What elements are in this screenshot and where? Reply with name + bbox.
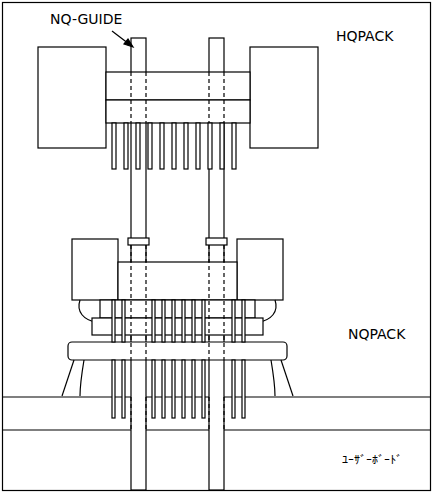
- pin: [112, 123, 116, 169]
- pin: [232, 300, 235, 342]
- pin: [148, 123, 152, 169]
- nqpack-plate: [68, 342, 287, 360]
- pin: [202, 300, 205, 342]
- hqpack-pins: [112, 123, 236, 169]
- leader-arrowhead: [124, 39, 133, 47]
- guide-collar: [128, 238, 149, 245]
- pin: [124, 123, 128, 169]
- pin: [162, 300, 165, 342]
- pin: [172, 300, 175, 342]
- nqpack-foot: [62, 360, 74, 396]
- nqpack-block: [237, 239, 283, 300]
- frame: [3, 3, 431, 491]
- pin: [182, 300, 185, 342]
- guide-label: NQ-GUIDE: [50, 11, 122, 28]
- hqpack-block: [250, 47, 318, 148]
- nqpack-foot: [80, 360, 84, 396]
- hqpack-body: [106, 72, 250, 100]
- hqpack-block: [38, 47, 106, 148]
- nqpack-body: [118, 262, 237, 300]
- pin: [208, 123, 212, 169]
- pin: [152, 360, 155, 418]
- nqpack-foot: [271, 360, 275, 396]
- pin: [172, 123, 176, 169]
- pin: [192, 300, 195, 342]
- guide-rod-hidden: [131, 72, 224, 430]
- pin: [112, 300, 115, 342]
- pin: [122, 360, 125, 418]
- nqpack-block: [72, 239, 118, 300]
- pin: [136, 123, 140, 169]
- pin: [196, 123, 200, 169]
- pin: [172, 360, 175, 418]
- pin: [202, 360, 205, 418]
- pin: [122, 300, 125, 342]
- pin: [220, 123, 224, 169]
- board-label: ﾕｰｻﾞｰﾎﾞｰﾄﾞ: [342, 453, 402, 467]
- pin: [112, 360, 115, 418]
- hqpack: [38, 47, 318, 148]
- nqpack: [62, 238, 293, 396]
- nqpack-foot: [281, 360, 293, 396]
- nqpack-pins: [112, 300, 245, 418]
- pin: [232, 123, 236, 169]
- nqpack-socket: [92, 318, 263, 335]
- pin: [162, 360, 165, 418]
- pin: [242, 360, 245, 418]
- pin: [242, 300, 245, 342]
- part-label: HQPACK: [336, 28, 393, 45]
- hqpack-body: [106, 100, 250, 123]
- pin: [182, 360, 185, 418]
- pin: [192, 360, 195, 418]
- guide-collar: [206, 238, 227, 245]
- pin: [152, 300, 155, 342]
- part-label: NQPACK: [348, 326, 405, 343]
- pin: [160, 123, 164, 169]
- pin: [232, 360, 235, 418]
- pin: [184, 123, 188, 169]
